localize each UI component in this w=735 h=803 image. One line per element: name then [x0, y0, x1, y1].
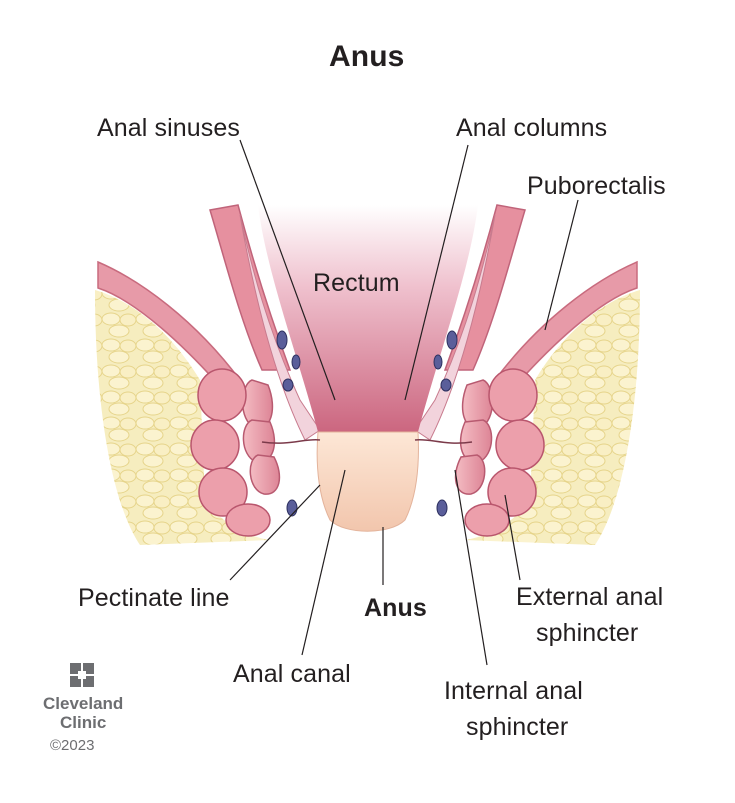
leader-puborectalis	[544, 199, 579, 331]
label-internal-sphincter: sphincter	[466, 713, 569, 741]
pectinate-line	[261, 438, 473, 444]
leader-internal-sphincter	[454, 469, 488, 666]
label-pectinate-line: Pectinate line	[78, 584, 230, 612]
label-internal-anal: Internal anal	[444, 677, 583, 705]
leader-external-sphincter	[504, 494, 521, 581]
logo-line2: Clinic	[60, 713, 107, 732]
label-external-sphincter: sphincter	[536, 619, 639, 647]
left-external-sphincter	[190, 368, 271, 537]
left-fat	[95, 290, 270, 545]
copyright: ©2023	[50, 737, 95, 754]
cleveland-clinic-logo-mark	[70, 663, 94, 687]
right-external-sphincter	[464, 368, 545, 537]
leader-anal-sinuses	[239, 139, 336, 401]
anal-canal-shape	[316, 431, 419, 532]
rectal-lumen	[258, 205, 478, 442]
diagram-title: Anus	[329, 40, 405, 73]
label-anus: Anus	[364, 594, 427, 622]
leader-anal-canal	[301, 469, 346, 656]
label-anal-columns: Anal columns	[456, 114, 608, 142]
leader-lines	[229, 139, 579, 666]
label-puborectalis: Puborectalis	[527, 172, 666, 200]
left-internal-sphincter	[241, 379, 281, 495]
leader-pectinate-line	[229, 484, 321, 581]
leader-anal-columns	[404, 144, 469, 401]
right-internal-sphincter	[454, 379, 494, 495]
hemorrhoidal-vessels	[276, 330, 458, 517]
label-rectum: Rectum	[313, 269, 400, 297]
logo-line1: Cleveland	[43, 694, 124, 713]
label-anal-sinuses: Anal sinuses	[97, 114, 240, 142]
label-external-anal: External anal	[516, 583, 664, 611]
label-anal-canal: Anal canal	[233, 660, 351, 688]
right-fat	[465, 290, 640, 545]
